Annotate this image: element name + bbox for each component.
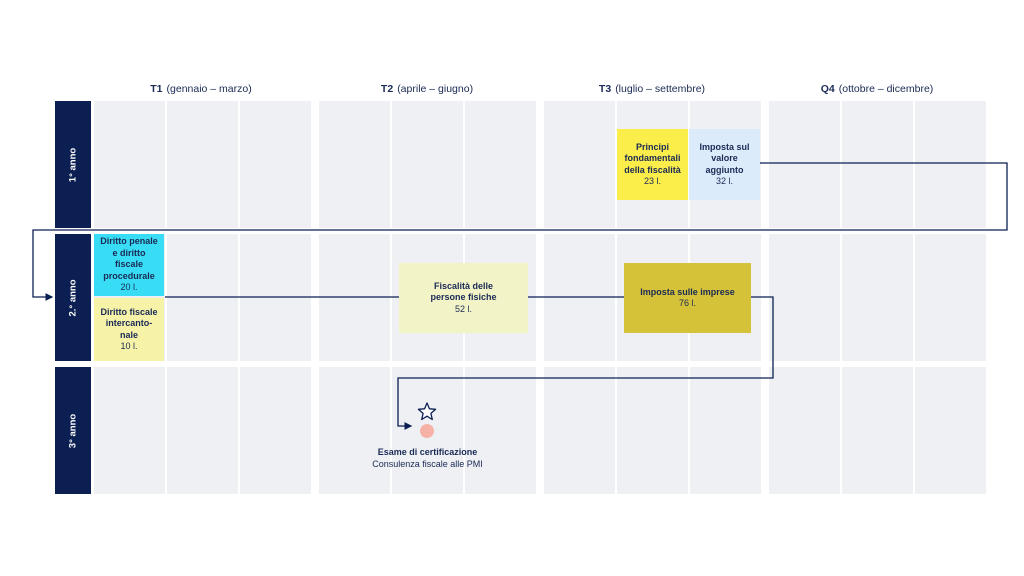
grid-cell — [769, 367, 840, 494]
exam-subtitle: Consulenza fiscale alle PMI — [372, 459, 483, 469]
course-persone-fisiche: Fiscalità delle persone fisiche 52 l. — [399, 263, 528, 333]
quarter-code: Q4 — [820, 83, 835, 95]
quarter-range: (gennaio – marzo) — [166, 83, 252, 95]
quarter-code: T1 — [150, 83, 163, 95]
grid-cell — [240, 367, 311, 494]
grid-cell — [465, 101, 536, 228]
year-label-3: 3° anno — [55, 367, 91, 494]
course-title: Imposta sul valore aggiunto — [699, 141, 750, 175]
grid-cell — [167, 101, 238, 228]
grid-cell — [544, 101, 615, 228]
course-hours: 20 l. — [120, 282, 138, 293]
quarter-header-t2: T2(aprile – giugno) — [318, 83, 536, 97]
grid-cell — [915, 101, 986, 228]
quarter-range: (luglio – settembre) — [615, 83, 706, 95]
course-hours: 32 l. — [715, 176, 733, 186]
course-diritto-penale: Diritto penale e diritto fiscale procedu… — [94, 234, 164, 296]
grid-cell — [167, 367, 238, 494]
grid-cell — [465, 367, 536, 494]
quarter-range: (aprile – giugno) — [397, 83, 474, 95]
grid-cell — [842, 234, 913, 361]
star-icon — [417, 402, 437, 421]
course-hours: 10 l. — [120, 341, 138, 351]
exam-dot — [420, 424, 434, 438]
grid-cell — [769, 234, 840, 361]
grid-cell — [319, 367, 390, 494]
course-imposta-imprese: Imposta sulle imprese 76 l. — [624, 263, 751, 333]
quarter-header-q4: Q4(ottobre – dicembre) — [768, 83, 986, 97]
exam-title: Esame di certificazione — [377, 447, 478, 457]
grid-cell — [319, 101, 390, 228]
course-title: Imposta sulle imprese — [640, 286, 735, 297]
grid-cell — [617, 367, 688, 494]
course-diritto-intercantonale: Diritto fiscale intercanto- nale 10 l. — [94, 298, 164, 361]
certification-exam: Esame di certificazione Consulenza fisca… — [360, 446, 495, 470]
year-label-1: 1° anno — [55, 101, 91, 228]
grid-cell — [392, 101, 463, 228]
path-line-year1 — [32, 162, 1008, 301]
quarter-header-t3: T3(luglio – settembre) — [543, 83, 761, 97]
grid-cell — [842, 367, 913, 494]
grid-cell — [544, 367, 615, 494]
grid-cell — [690, 367, 761, 494]
course-title: Fiscalità delle persone fisiche — [430, 280, 497, 303]
grid-cell — [94, 367, 165, 494]
quarter-range: (ottobre – dicembre) — [838, 83, 934, 95]
course-title: Diritto fiscale intercanto- nale — [100, 306, 158, 340]
quarter-code: T2 — [380, 83, 394, 95]
grid-cell — [915, 367, 986, 494]
course-hours: 52 l. — [454, 303, 472, 314]
course-title: Diritto penale e diritto fiscale procedu… — [100, 236, 158, 281]
course-iva: Imposta sul valore aggiunto 32 l. — [689, 129, 760, 200]
quarter-code: T3 — [598, 83, 612, 95]
grid-cell — [915, 234, 986, 361]
quarter-header-t1: T1(gennaio – marzo) — [92, 83, 310, 97]
grid-cell — [769, 101, 840, 228]
course-principi-fiscalita: Principi fondamentali della fiscalità 23… — [617, 129, 688, 200]
course-title: Principi fondamentali della fiscalità — [624, 141, 681, 175]
course-hours: 23 l. — [643, 176, 661, 186]
course-hours: 76 l. — [678, 298, 696, 308]
year-label-2: 2.° anno — [55, 234, 91, 361]
grid-cell — [94, 101, 165, 228]
grid-cell — [240, 101, 311, 228]
grid-cell — [842, 101, 913, 228]
